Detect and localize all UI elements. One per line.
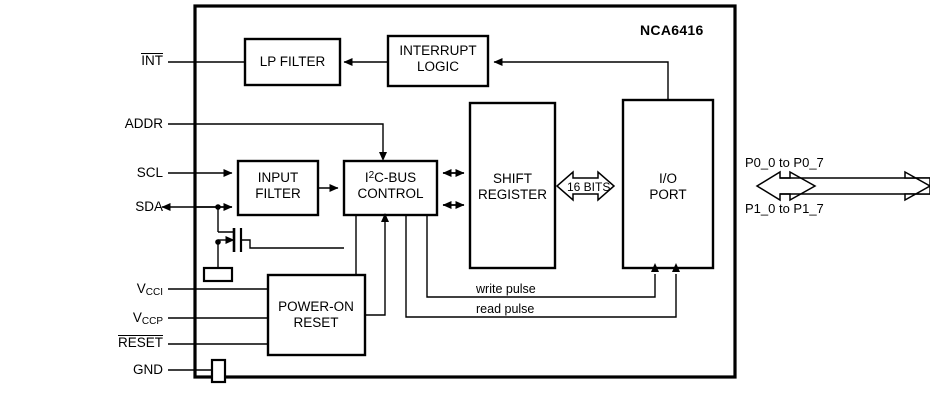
port1-label: P1_0 to P1_7 [745,201,824,216]
pin-label-vcci-sub: CCI [145,287,163,299]
i2c-bus-control-box[interactable] [342,159,439,217]
interrupt-logic-box[interactable] [386,34,490,88]
gnd-pad-rect [210,358,227,384]
addr-arrowhead [379,152,387,161]
write-pulse-wire [426,215,656,298]
port0-label: P0_0 to P0_7 [745,155,824,170]
pin-label-addr: ADDR [124,116,163,131]
external-port-bus-tip [904,170,930,202]
mosfet-drain-elbow [218,228,235,233]
lp-filter-box[interactable] [243,37,342,87]
sda-pad-rect [202,266,234,283]
addr-wire [168,123,384,155]
write-pulse-label: write pulse [476,282,536,296]
pin-label-scl: SCL [136,165,163,180]
por-to-i2c-wire [365,222,386,316]
io-port-to-interrupt-wire [493,58,669,100]
pin-label-sda: SDA [135,199,163,214]
bus-width-label: 16 BITS [567,180,611,194]
pin-label-gnd: GND [133,362,163,377]
read-pulse-wire [405,215,677,318]
pin-label-vccp: VCCP [43,310,163,327]
pin-label-int-text: INT [141,53,163,68]
shift-register-box[interactable] [468,101,557,270]
io-port-box[interactable] [621,98,715,270]
mosfet-source-to-i2c-wire [241,239,344,249]
input-filter-box[interactable] [236,159,320,217]
por-to-i2c-arrowhead [381,213,389,222]
pin-label-vcci: VCCI [43,281,163,298]
power-on-reset-box[interactable] [266,273,367,357]
sixteen-bits-bus-arrow [555,170,616,202]
pin-label-vccp-base: V [132,310,142,325]
pin-label-reset: RESET [43,335,163,351]
pin-label-vccp-sub: CCP [141,316,163,328]
pin-label-reset-text: RESET [117,335,163,350]
read-pulse-label: read pulse [476,302,535,316]
read-pulse-arrowhead [672,263,680,272]
part-number-label: NCA6416 [640,22,704,38]
pin-label-int: INT [43,53,163,69]
pin-label-vcci-base: V [136,281,146,296]
external-port-bus-arrow [755,170,817,202]
chip-boundary [193,4,737,379]
write-pulse-arrowhead [651,263,659,272]
